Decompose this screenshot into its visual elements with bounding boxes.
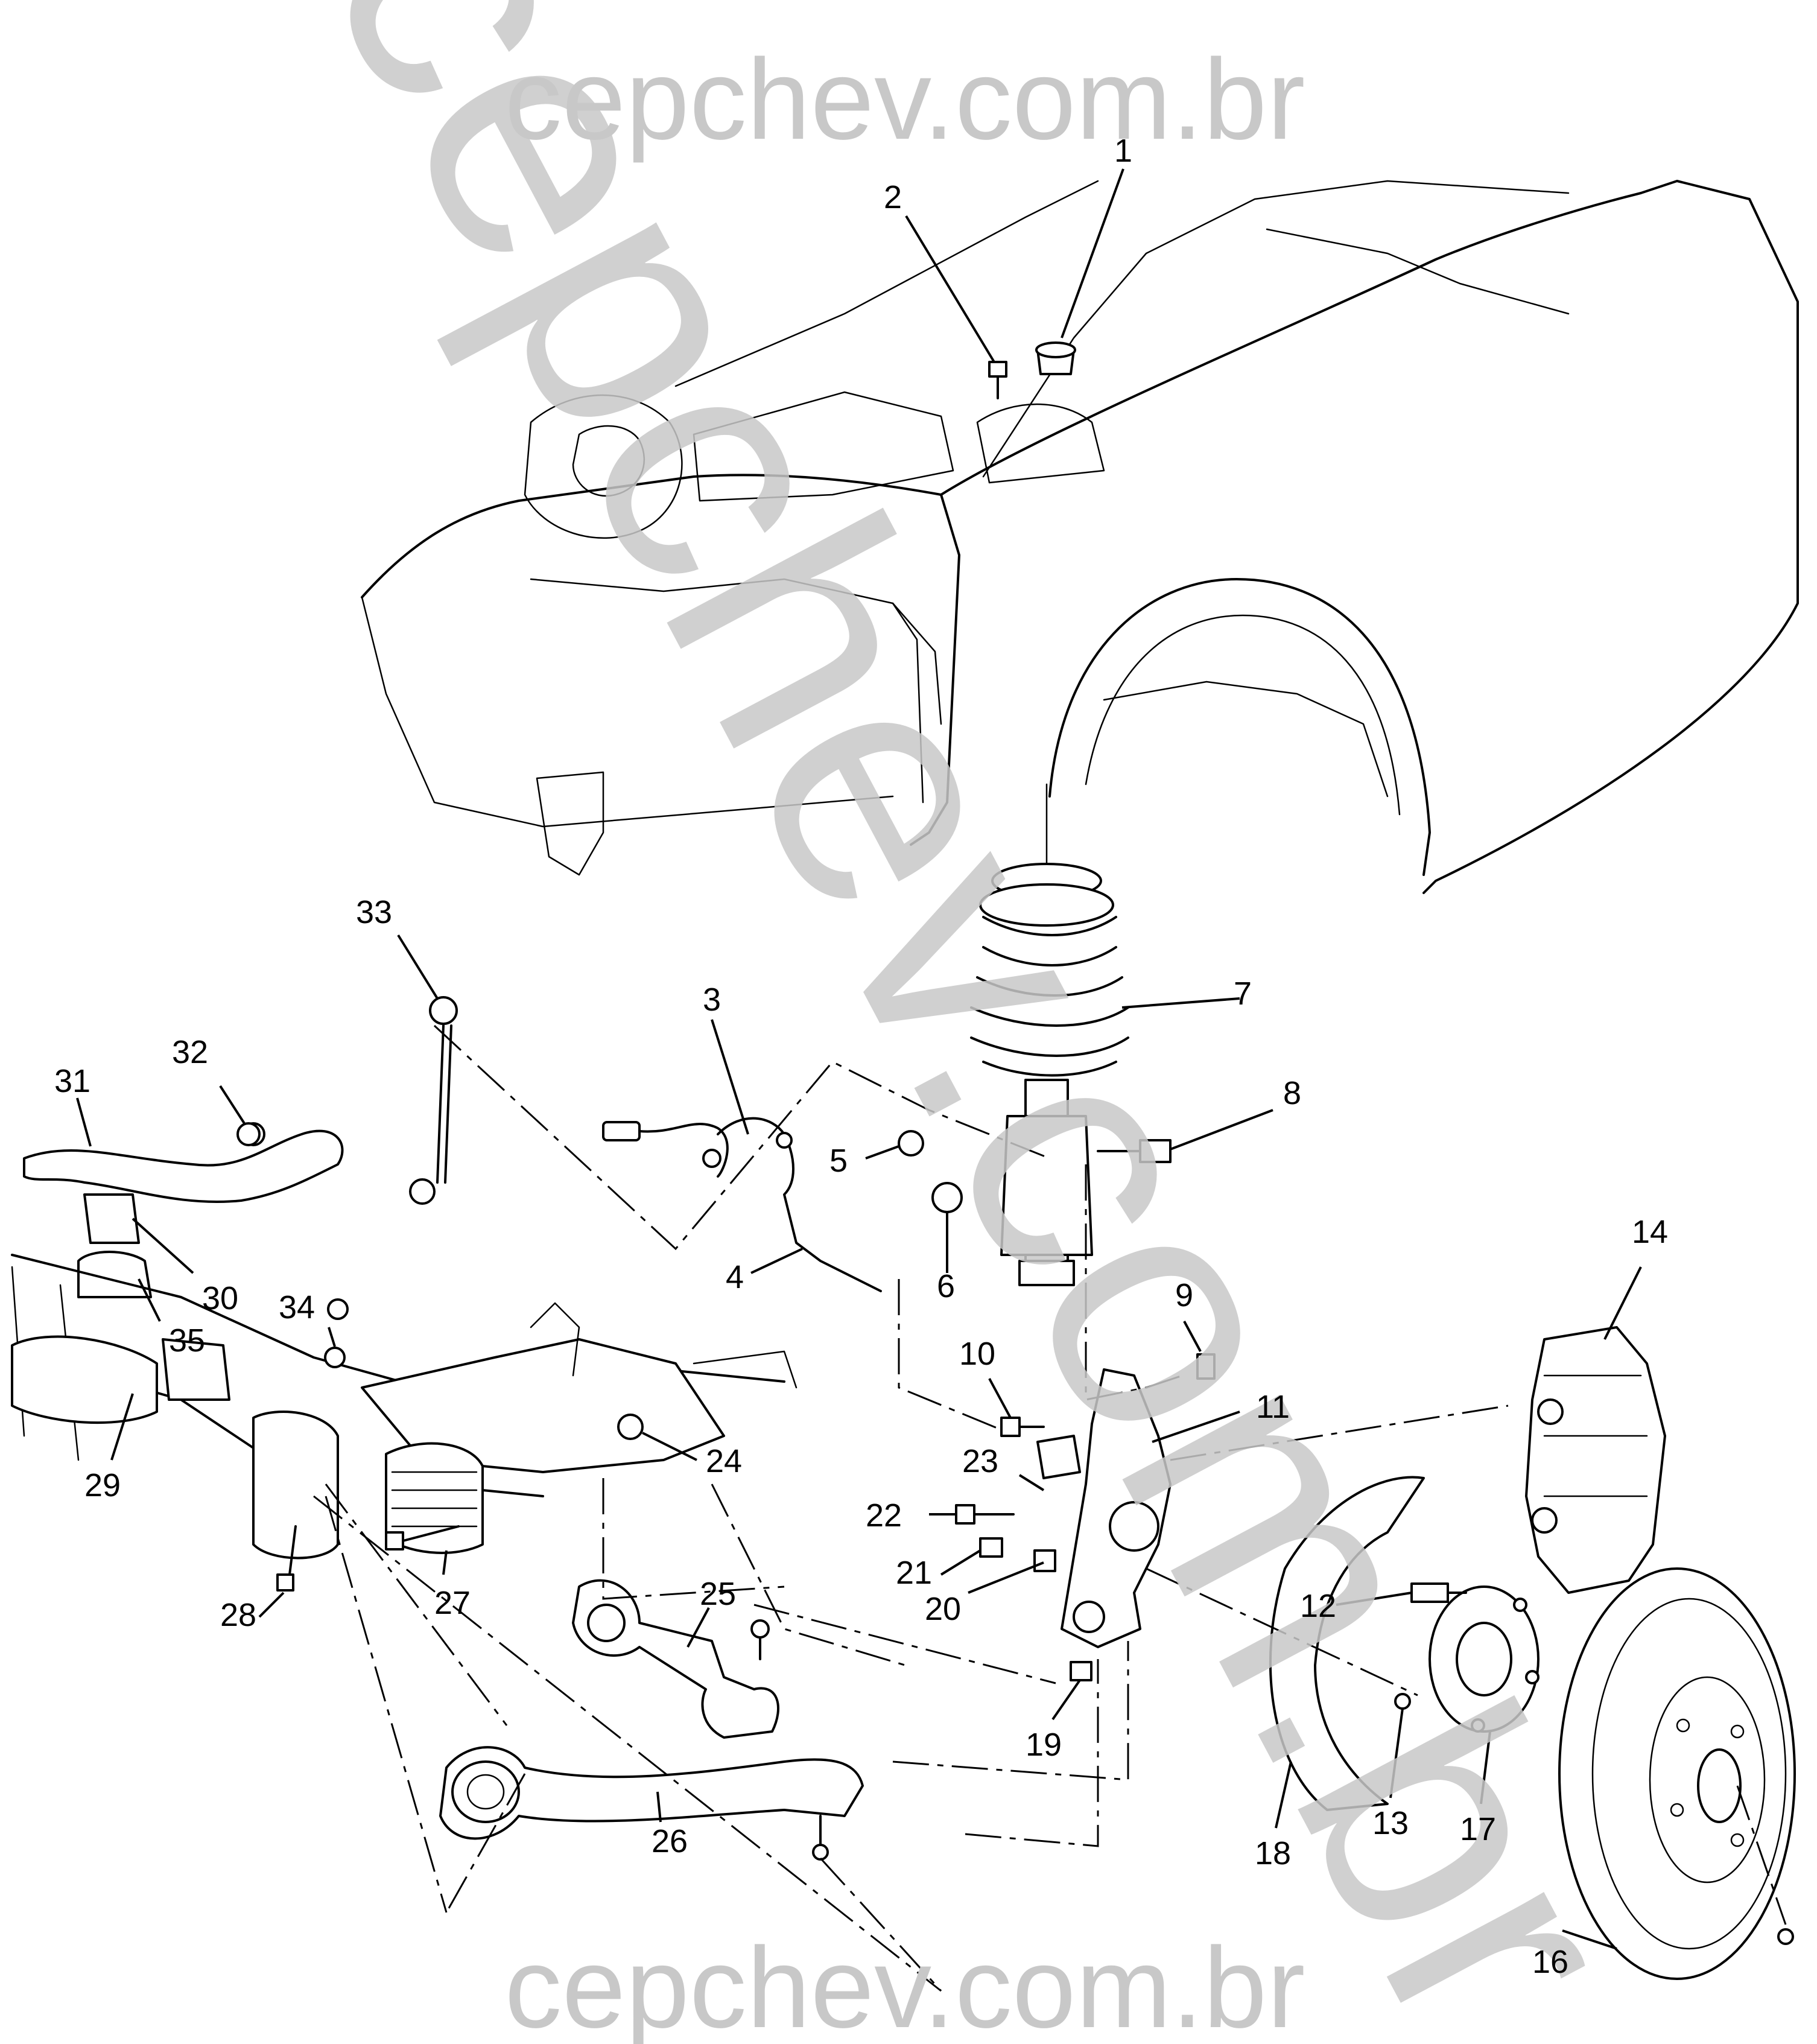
callout-labels: 1 2 3 4 5 6 7 8 9 10 11 12 13 14 16 17 1…	[54, 133, 1668, 1980]
callout-10: 10	[959, 1336, 995, 1372]
fasteners	[236, 341, 1794, 1945]
watermark-top: cepchev.com.br	[504, 36, 1305, 163]
callout-18: 18	[1255, 1835, 1291, 1871]
callout-2: 2	[884, 179, 902, 215]
callout-33: 33	[356, 894, 392, 930]
callout-3: 3	[703, 982, 721, 1018]
rear-lower-control-arm	[439, 1746, 864, 1861]
strut-assembly	[970, 783, 1129, 1286]
front-lower-control-arm	[572, 1579, 779, 1739]
callout-35: 35	[169, 1322, 205, 1359]
callout-29: 29	[84, 1467, 121, 1503]
wheel-hub	[1429, 1585, 1540, 1733]
watermark-bottom: cepchev.com.br	[504, 1924, 1305, 2044]
callout-25: 25	[700, 1576, 736, 1612]
callout-20: 20	[925, 1591, 961, 1627]
callout-19: 19	[1026, 1727, 1062, 1763]
callout-4: 4	[726, 1259, 744, 1295]
callout-21: 21	[896, 1555, 932, 1591]
callout-leader-lines	[76, 168, 1642, 1950]
callout-31: 31	[54, 1063, 90, 1099]
callout-13: 13	[1372, 1805, 1409, 1841]
watermark-diagonal: cepchev.com.br	[256, 0, 1699, 2044]
callout-12: 12	[1300, 1588, 1336, 1624]
callout-8: 8	[1283, 1075, 1301, 1111]
callout-34: 34	[279, 1289, 315, 1325]
assembly-guide-lines	[313, 1024, 1787, 1992]
callout-24: 24	[706, 1443, 742, 1479]
brake-splash-shield	[1269, 1476, 1425, 1811]
callout-23: 23	[962, 1443, 998, 1479]
callout-28: 28	[220, 1597, 256, 1633]
callout-17: 17	[1460, 1811, 1496, 1847]
callout-9: 9	[1175, 1277, 1193, 1313]
callout-6: 6	[937, 1268, 955, 1304]
callout-1: 1	[1114, 133, 1132, 169]
callout-16: 16	[1532, 1944, 1568, 1980]
steering-knuckle	[1061, 1368, 1172, 1648]
callout-30: 30	[202, 1280, 238, 1316]
callout-14: 14	[1632, 1214, 1668, 1250]
callout-27: 27	[434, 1585, 471, 1621]
callout-7: 7	[1234, 976, 1252, 1012]
stabilizer-link	[409, 996, 458, 1205]
wheel-speed-sensor-harness	[602, 1117, 882, 1292]
brake-rotor	[1558, 1567, 1796, 1980]
callout-11: 11	[1256, 1389, 1290, 1425]
callout-26: 26	[652, 1823, 688, 1859]
callout-32: 32	[172, 1034, 208, 1070]
brake-caliper	[1525, 1326, 1666, 1594]
callout-22: 22	[866, 1497, 902, 1534]
callout-5: 5	[829, 1143, 848, 1179]
